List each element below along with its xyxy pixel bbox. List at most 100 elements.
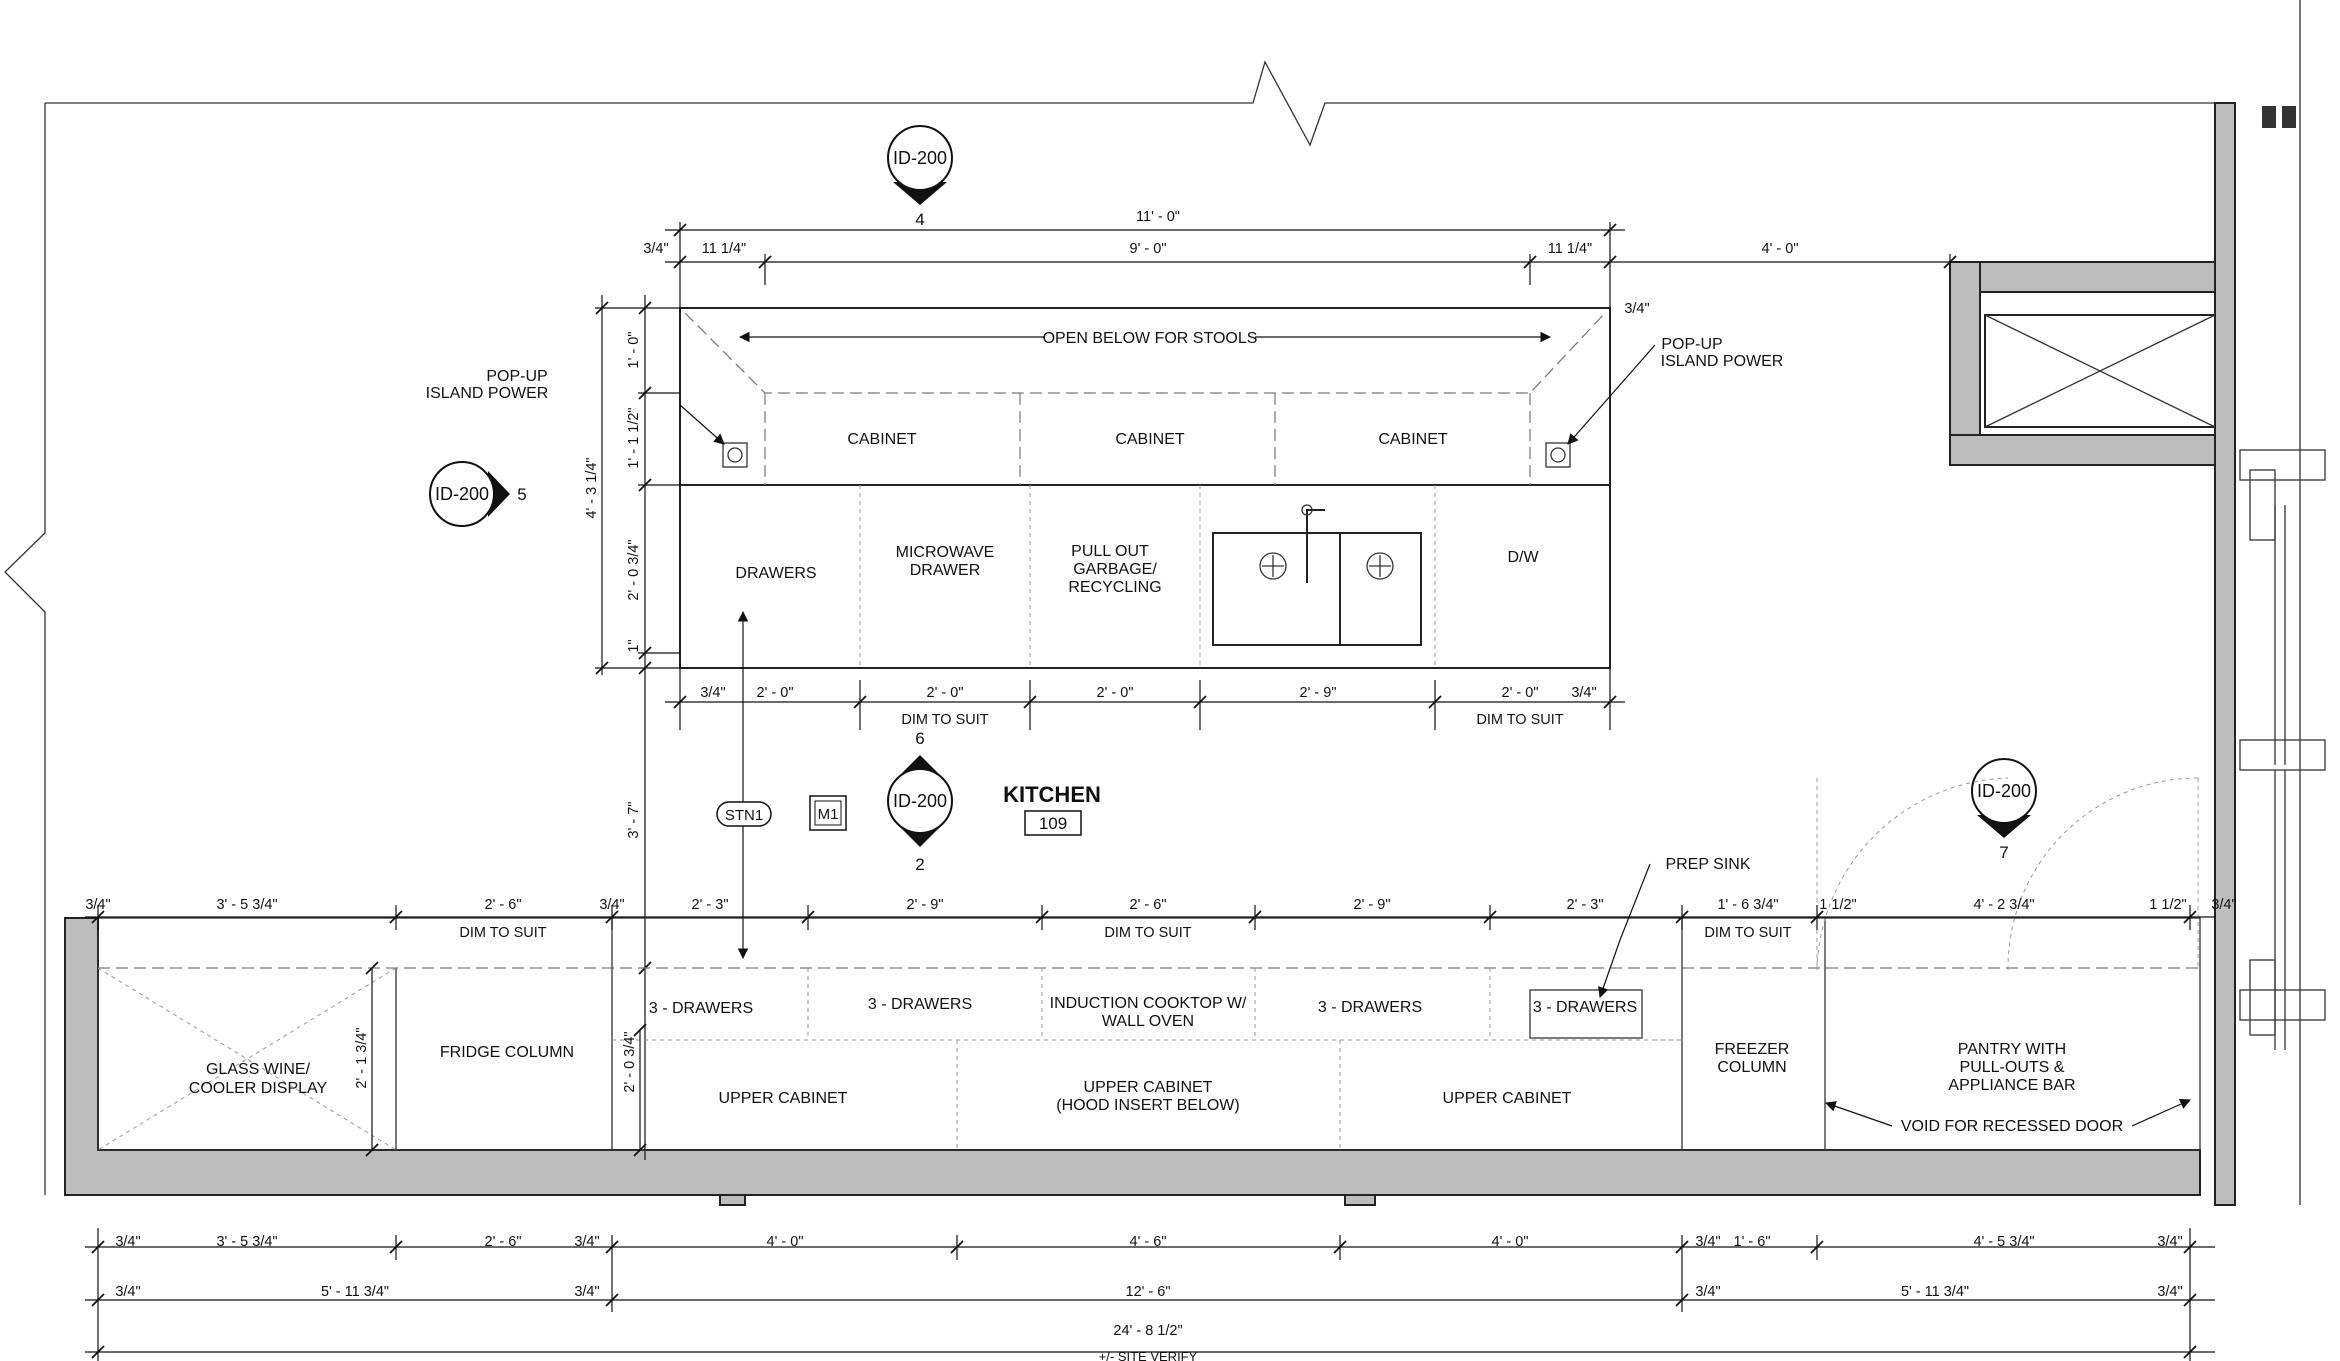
counter-dim-4: 3/4"	[599, 897, 624, 913]
island-overall-width: 11' - 0"	[1136, 209, 1180, 225]
m1-label: M1	[818, 806, 839, 823]
counter-drawers-3: 3 - DRAWERS	[1318, 999, 1422, 1016]
pantry-label-2: PULL-OUTS &	[1960, 1059, 2065, 1076]
counter-dim-9: 2' - 3"	[1567, 897, 1604, 913]
room-name: KITCHEN	[1003, 782, 1101, 807]
island-depth-b: 1' - 1 1/2"	[626, 407, 642, 468]
right-wall	[1949, 102, 2326, 1206]
counter-dim-to-suit-1: DIM TO SUIT	[459, 925, 546, 941]
microwave-label-2: DRAWER	[910, 562, 981, 579]
counter-dim-10: 1' - 6 3/4"	[1717, 897, 1778, 913]
counter-dim-3: 2' - 6"	[485, 897, 522, 913]
elevation-tag-7-num: 7	[1999, 843, 2008, 862]
microwave-label-1: MICROWAVE	[896, 544, 995, 561]
counter-dim-7: 2' - 6"	[1130, 897, 1167, 913]
counter-dim-8: 2' - 9"	[1354, 897, 1391, 913]
site-verify-note: +/- SITE VERIFY	[1099, 1349, 1198, 1361]
elevation-tag-6-2-ref: ID-200	[893, 791, 947, 811]
open-below-label: OPEN BELOW FOR STOOLS	[1043, 330, 1258, 347]
bottom-dim-r2-6: 5' - 11 3/4"	[1901, 1284, 1969, 1300]
bottom-dim-r1-5: 4' - 0"	[767, 1234, 804, 1250]
bottom-dim-r1-4: 3/4"	[574, 1234, 599, 1250]
pantry-label-1: PANTRY WITH	[1958, 1041, 2066, 1058]
bottom-dim-r1-9: 1' - 6"	[1734, 1234, 1771, 1250]
bottom-dim-r1-11: 3/4"	[2157, 1234, 2182, 1250]
counter-dim-11: 1 1/2"	[1819, 897, 1856, 913]
bottom-dim-r1-8: 3/4"	[1695, 1234, 1720, 1250]
upper-cabinet-2: UPPER CABINET	[1443, 1090, 1572, 1107]
counter-dim-12: 4' - 2 3/4"	[1973, 897, 2034, 913]
island-depth-a: 1' - 0"	[626, 332, 642, 369]
wine-cooler-label-2: COOLER DISPLAY	[189, 1080, 328, 1097]
island-overall-depth: 4' - 3 1/4"	[584, 457, 600, 518]
island-bottom-dim-5: 2' - 9"	[1300, 685, 1337, 701]
freezer-label-1: FREEZER	[1715, 1041, 1790, 1058]
counter-depth-b: 2' - 0 3/4"	[622, 1031, 638, 1092]
bottom-dim-r2-4: 12' - 6"	[1126, 1284, 1171, 1300]
island-cabinet-1: CABINET	[847, 431, 917, 448]
elevation-tag-4-ref: ID-200	[893, 148, 947, 168]
island-bottom-dimensions	[665, 668, 1625, 730]
bottom-dim-r1-6: 4' - 6"	[1130, 1234, 1167, 1250]
elevation-tag-6-2	[887, 755, 953, 847]
stn1-label: STN1	[725, 807, 763, 824]
counter-drawers-4: 3 - DRAWERS	[1533, 999, 1637, 1016]
counter-dim-14: 3/4"	[2211, 897, 2236, 913]
upper-cabinet-1: UPPER CABINET	[719, 1090, 848, 1107]
island-dim-right: 11 1/4"	[1548, 241, 1592, 257]
island-dim-left: 11 1/4"	[702, 241, 746, 257]
counter-depth-a: 2' - 1 3/4"	[354, 1027, 370, 1088]
bottom-wall	[64, 917, 2201, 1206]
island-top-dimensions	[665, 222, 1960, 308]
wine-cooler-label-1: GLASS WINE/	[206, 1061, 311, 1078]
perimeter-counter	[97, 777, 2201, 1151]
overall-length: 24' - 8 1/2"	[1113, 1323, 1182, 1339]
elevation-tag-7	[1971, 758, 2037, 838]
elevation-tag-4	[887, 125, 953, 205]
popup-left-label-2: ISLAND POWER	[426, 385, 549, 402]
bottom-dim-r2-2: 5' - 11 3/4"	[321, 1284, 389, 1300]
elevation-tag-6-num: 6	[915, 729, 924, 748]
bottom-dim-r1-2: 3' - 5 3/4"	[216, 1234, 277, 1250]
island-bottom-dim-1: 3/4"	[700, 685, 725, 701]
island-bottom-dim-2: 2' - 0"	[757, 685, 794, 701]
pull-out-label-3: RECYCLING	[1068, 579, 1161, 596]
elevation-tag-4-num: 4	[915, 210, 924, 229]
elevation-tag-5	[429, 461, 510, 527]
elevation-tag-5-ref: ID-200	[435, 484, 489, 504]
counter-top-dimensions	[85, 905, 2215, 930]
island-dim-to-suit-2: DIM TO SUIT	[1476, 712, 1563, 728]
island-depth-c: 2' - 0 3/4"	[626, 539, 642, 600]
bottom-dim-r2-5: 3/4"	[1695, 1284, 1720, 1300]
island-cabinet-2: CABINET	[1115, 431, 1185, 448]
counter-dim-2: 3' - 5 3/4"	[216, 897, 277, 913]
pull-out-label-1: PULL OUT	[1071, 543, 1149, 560]
bottom-dim-r1-10: 4' - 5 3/4"	[1973, 1234, 2034, 1250]
stn1-tag	[716, 801, 772, 827]
bottom-dimension-lines	[85, 1228, 2215, 1361]
bottom-dim-r1-3: 2' - 6"	[485, 1234, 522, 1250]
counter-dim-to-suit-2: DIM TO SUIT	[1104, 925, 1191, 941]
island-cabinet-3: CABINET	[1378, 431, 1448, 448]
island-dim-to-suit-1: DIM TO SUIT	[901, 712, 988, 728]
counter-drawers-2: 3 - DRAWERS	[868, 996, 972, 1013]
room-number: 109	[1039, 814, 1067, 833]
prep-sink-label: PREP SINK	[1665, 856, 1750, 873]
m1-tag	[809, 795, 847, 831]
island-drawers: DRAWERS	[735, 565, 816, 582]
bottom-dim-r1-1: 3/4"	[115, 1234, 140, 1250]
bottom-dim-r1-7: 4' - 0"	[1492, 1234, 1529, 1250]
kitchen-island	[679, 307, 1611, 669]
freezer-label-2: COLUMN	[1717, 1059, 1786, 1076]
island-dim-gap-right: 4' - 0"	[1762, 241, 1799, 257]
pull-out-label-2: GARBAGE/	[1073, 561, 1157, 578]
counter-dim-1: 3/4"	[85, 897, 110, 913]
counter-dim-to-suit-3: DIM TO SUIT	[1704, 925, 1791, 941]
island-bottom-dim-4: 2' - 0"	[1097, 685, 1134, 701]
island-dim-middle: 9' - 0"	[1130, 241, 1167, 257]
clearance-dim: 3' - 7"	[626, 802, 642, 839]
elevation-tag-7-ref: ID-200	[1977, 781, 2031, 801]
bottom-dim-r2-7: 3/4"	[2157, 1284, 2182, 1300]
popup-right-label-1: POP-UP	[1661, 336, 1722, 353]
dishwasher-label: D/W	[1507, 549, 1539, 566]
